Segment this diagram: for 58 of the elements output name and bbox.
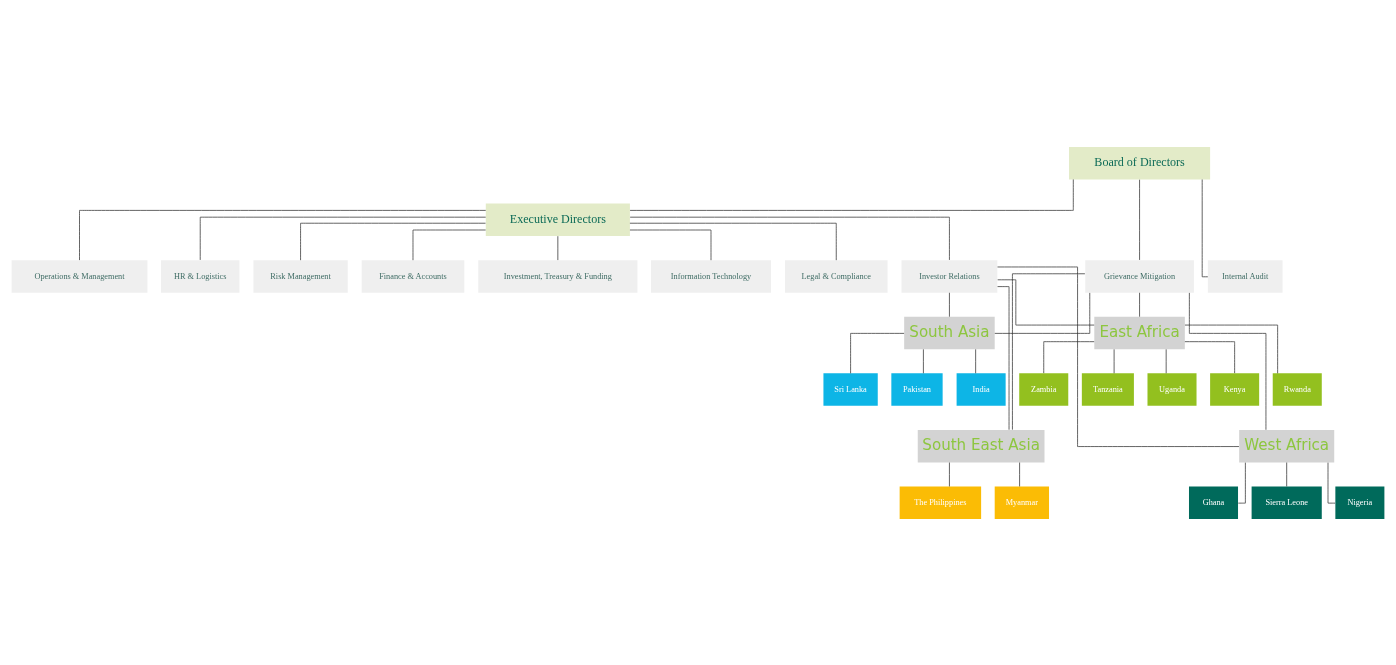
connector: [1201, 178, 1209, 277]
connector: [199, 216, 487, 260]
connector: [1237, 461, 1246, 503]
node-box: Zambia: [1019, 372, 1069, 406]
node-box: Investor Relations: [901, 259, 998, 293]
connector: [1327, 461, 1336, 503]
node-box: Executive Directors: [485, 203, 630, 236]
connector: [1019, 461, 1020, 487]
connector: [412, 229, 486, 261]
connector: [629, 222, 837, 261]
node-box: Risk Management: [253, 259, 348, 293]
node-box: Uganda: [1147, 372, 1197, 406]
node-box: Kenya: [1210, 372, 1260, 406]
node-box: East Africa: [1094, 316, 1185, 349]
connector: [1139, 178, 1140, 260]
connector: [975, 348, 977, 374]
connector: [850, 332, 905, 374]
node-box: Nigeria: [1335, 486, 1385, 519]
node-box: Pakistan: [891, 372, 943, 406]
node-box: Sri Lanka: [823, 372, 878, 406]
node-box: HR & Logistics: [161, 259, 240, 293]
node-box: Tanzania: [1081, 372, 1134, 406]
node-box: South East Asia: [917, 429, 1045, 462]
connector: [997, 285, 1010, 430]
node-box: Grievance Mitigation: [1085, 259, 1194, 293]
node-box: Ghana: [1189, 486, 1239, 519]
node-box: Myanmar: [994, 486, 1050, 519]
connector: [1043, 340, 1095, 373]
node-box: Board of Directors: [1069, 146, 1211, 179]
node-box: The Philippines: [899, 486, 982, 519]
connector: [1184, 324, 1278, 374]
node-box: Sierra Leone: [1251, 486, 1322, 519]
connector: [1184, 340, 1235, 373]
node-box: Investment, Treasury & Funding: [478, 259, 638, 293]
node-box: Information Technology: [651, 259, 771, 293]
node-box: Finance & Accounts: [361, 259, 465, 293]
connector: [1286, 461, 1288, 487]
node-box: Rwanda: [1272, 372, 1322, 406]
node-box: Legal & Compliance: [784, 259, 888, 293]
connector: [923, 348, 924, 374]
connector: [1139, 291, 1140, 317]
node-box: India: [956, 372, 1006, 406]
connector: [1189, 292, 1267, 430]
connector: [949, 291, 950, 317]
node-box: West Africa: [1239, 429, 1335, 462]
connector: [949, 461, 950, 487]
connector: [994, 292, 1091, 334]
connector: [997, 278, 1095, 325]
node-box: South Asia: [904, 316, 995, 349]
node-box: Operations & Management: [11, 259, 148, 293]
connector: [997, 266, 1240, 447]
connector: [79, 209, 487, 260]
node-box: Internal Audit: [1207, 259, 1283, 293]
connector: [300, 222, 486, 261]
connector: [629, 229, 712, 261]
connector: [629, 216, 950, 260]
connector: [1012, 272, 1086, 430]
connector: [629, 178, 1074, 211]
